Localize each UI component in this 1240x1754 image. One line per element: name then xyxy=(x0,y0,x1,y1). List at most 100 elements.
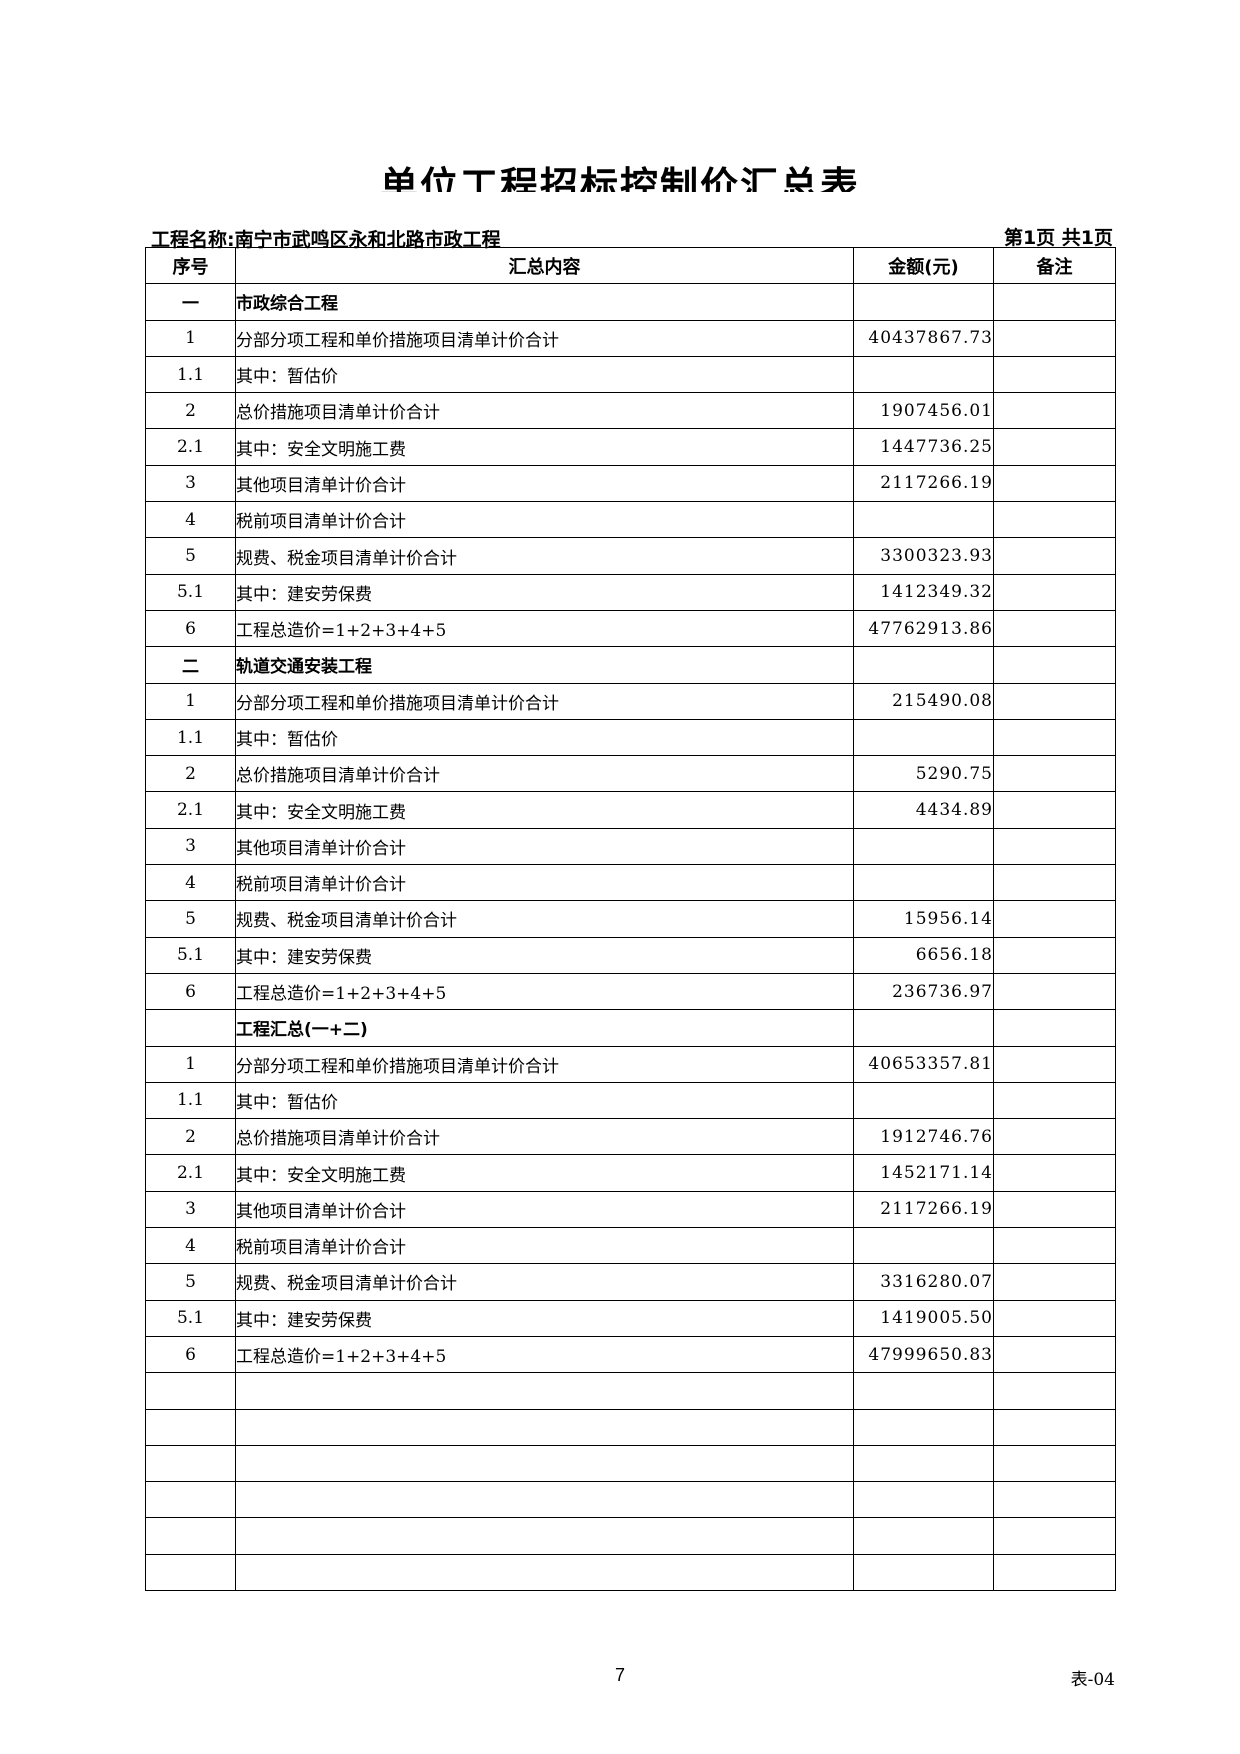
row-note-cell xyxy=(993,1081,1116,1120)
row-number-cell: 2 xyxy=(145,755,236,793)
row-amount-cell: 215490.08 xyxy=(853,682,994,720)
row-amount-cell xyxy=(853,1553,994,1591)
row-amount-cell xyxy=(853,283,994,321)
table-row xyxy=(145,1444,1116,1483)
document-title: 单位工程招标控制价汇总表 xyxy=(0,140,1240,192)
row-content-cell: 分部分项工程和单价措施项目清单计价合计 xyxy=(235,682,854,720)
row-number-cell: 2 xyxy=(145,1118,236,1156)
row-number-cell: 4 xyxy=(145,1227,236,1265)
row-note-cell xyxy=(993,1263,1116,1301)
row-content-cell: 规费、税金项目清单计价合计 xyxy=(235,900,854,938)
row-content-cell xyxy=(235,1372,854,1410)
row-amount-cell xyxy=(853,827,994,866)
row-amount-cell: 1907456.01 xyxy=(853,392,994,430)
row-number-cell xyxy=(145,1553,236,1591)
row-number-cell: 5.1 xyxy=(145,936,236,974)
row-note-cell xyxy=(993,1553,1116,1591)
row-number-cell: 1 xyxy=(145,682,236,720)
column-header-content: 汇总内容 xyxy=(235,246,854,285)
table-row xyxy=(145,1408,1116,1446)
row-amount-cell: 1419005.50 xyxy=(853,1299,994,1337)
row-content-cell xyxy=(235,1517,854,1555)
row-note-cell xyxy=(993,573,1116,611)
row-number-cell: 5.1 xyxy=(145,1299,236,1337)
row-content-cell: 其中：暂估价 xyxy=(235,355,854,394)
row-number-cell: 5.1 xyxy=(145,573,236,611)
row-amount-cell xyxy=(853,1227,994,1265)
row-content-cell: 轨道交通安装工程 xyxy=(235,646,854,684)
row-content-cell: 分部分项工程和单价措施项目清单计价合计 xyxy=(235,1045,854,1083)
row-note-cell xyxy=(993,1154,1116,1192)
row-amount-cell: 3300323.93 xyxy=(853,537,994,575)
row-number-cell: 5 xyxy=(145,900,236,938)
row-note-cell xyxy=(993,718,1116,757)
row-amount-cell xyxy=(853,1517,994,1555)
row-note-cell xyxy=(993,319,1116,357)
row-note-cell xyxy=(993,864,1116,902)
row-note-cell xyxy=(993,1372,1116,1410)
row-note-cell xyxy=(993,428,1116,466)
page-number: 7 xyxy=(614,1665,625,1685)
form-code: 表-04 xyxy=(1070,1670,1115,1690)
row-content-cell xyxy=(235,1481,854,1519)
row-amount-cell xyxy=(853,1444,994,1483)
row-content-cell: 总价措施项目清单计价合计 xyxy=(235,1118,854,1156)
row-note-cell xyxy=(993,755,1116,793)
row-number-cell: 5 xyxy=(145,537,236,575)
row-content-cell: 其中：建安劳保费 xyxy=(235,1299,854,1337)
row-number-cell xyxy=(145,1517,236,1555)
row-note-cell xyxy=(993,936,1116,974)
row-number-cell xyxy=(145,1372,236,1410)
row-number-cell: 6 xyxy=(145,1335,236,1374)
row-note-cell xyxy=(993,1517,1116,1555)
row-note-cell xyxy=(993,283,1116,321)
column-header-no: 序号 xyxy=(145,246,236,285)
row-content-cell: 市政综合工程 xyxy=(235,283,854,321)
row-note-cell xyxy=(993,1009,1116,1047)
row-content-cell: 总价措施项目清单计价合计 xyxy=(235,392,854,430)
row-content-cell xyxy=(235,1408,854,1446)
row-number-cell xyxy=(145,1481,236,1519)
table-row: 二轨道交通安装工程 xyxy=(145,646,1116,684)
row-note-cell xyxy=(993,646,1116,684)
row-number-cell: 3 xyxy=(145,827,236,866)
row-note-cell xyxy=(993,609,1116,648)
row-content-cell xyxy=(235,1444,854,1483)
row-content-cell: 工程总造价=1+2+3+4+5 xyxy=(235,609,854,648)
row-content-cell: 税前项目清单计价合计 xyxy=(235,501,854,539)
row-note-cell xyxy=(993,1481,1116,1519)
row-content-cell: 规费、税金项目清单计价合计 xyxy=(235,537,854,575)
row-content-cell: 其他项目清单计价合计 xyxy=(235,1190,854,1229)
column-header-amount: 金额(元) xyxy=(853,246,994,285)
row-note-cell xyxy=(993,1190,1116,1229)
row-amount-cell xyxy=(853,1408,994,1446)
row-content-cell: 其中：安全文明施工费 xyxy=(235,1154,854,1192)
row-amount-cell: 40653357.81 xyxy=(853,1045,994,1083)
row-number-cell: 5 xyxy=(145,1263,236,1301)
row-amount-cell: 5290.75 xyxy=(853,755,994,793)
row-note-cell xyxy=(993,1299,1116,1337)
row-amount-cell: 47762913.86 xyxy=(853,609,994,648)
row-number-cell: 1.1 xyxy=(145,718,236,757)
row-amount-cell xyxy=(853,1009,994,1047)
table-row xyxy=(145,1372,1116,1410)
row-content-cell: 税前项目清单计价合计 xyxy=(235,864,854,902)
